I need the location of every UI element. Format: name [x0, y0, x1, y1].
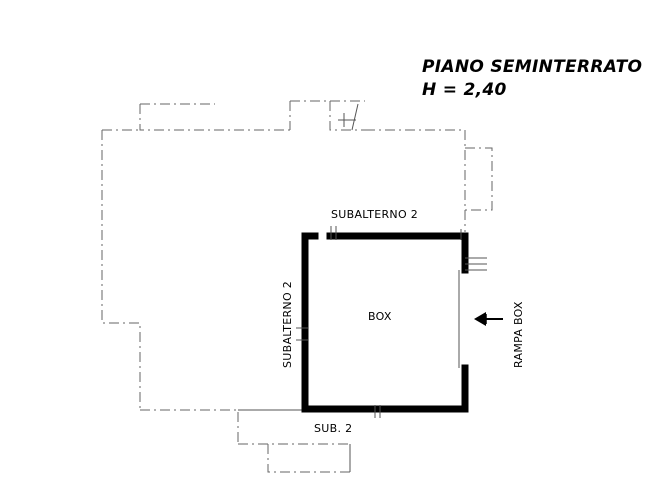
label-sub-bottom: SUB. 2	[314, 422, 352, 435]
arrow-left-icon	[474, 312, 503, 326]
plan-height: H = 2,40	[422, 80, 507, 100]
box-walls	[296, 226, 487, 418]
label-rampa-box: RAMPA BOX	[512, 301, 525, 368]
label-box: BOX	[368, 310, 392, 323]
label-subalterno-left: SUBALTERNO 2	[281, 281, 294, 368]
label-subalterno-top: SUBALTERNO 2	[331, 208, 418, 221]
plan-title: PIANO SEMINTERRATO	[422, 57, 642, 77]
building-outline	[101, 100, 493, 473]
